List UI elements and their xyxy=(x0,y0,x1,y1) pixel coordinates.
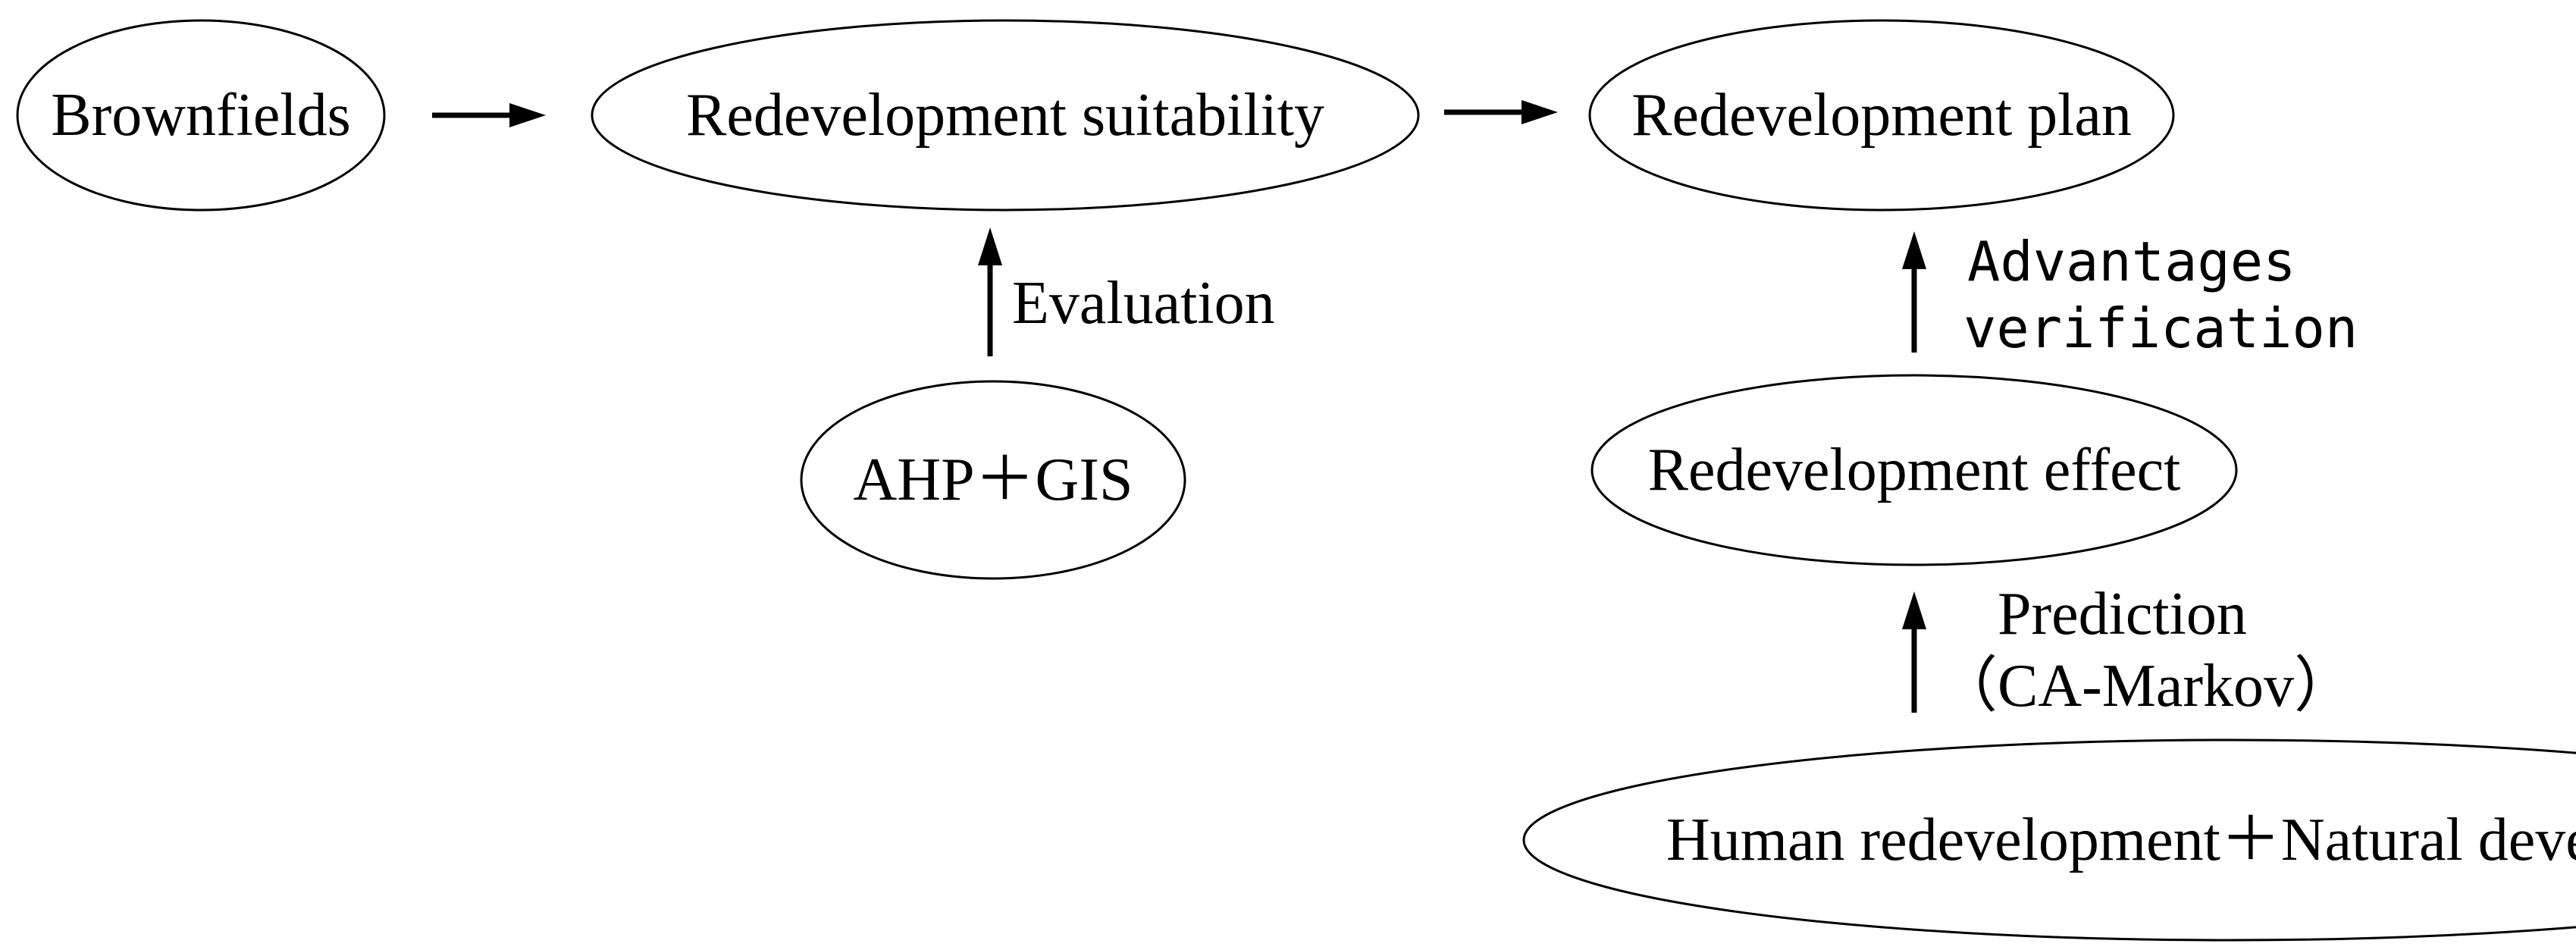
node-brownfields-label: Brownfields xyxy=(51,82,351,149)
arrow-advantages-verification: Advantages verification xyxy=(1902,230,2358,360)
node-brownfields-shape xyxy=(16,19,386,212)
edge-label-advantages-line2: verification xyxy=(1963,296,2358,360)
node-redevelopment-effect-shape xyxy=(1590,374,2238,566)
node-redevelopment-plan-label: Redevelopment plan xyxy=(1631,82,2132,149)
node-redevelopment-effect-label: Redevelopment effect xyxy=(1648,437,2181,503)
node-ahp-gis: AHP＋GIS xyxy=(800,380,1186,580)
node-redevelopment-plan: Redevelopment plan xyxy=(1588,19,2175,212)
node-redevelopment-suitability-shape xyxy=(591,19,1420,212)
node-redevelopment-suitability-label: Redevelopment suitability xyxy=(686,82,1324,149)
node-human-natural-development-label: Human redevelopment＋Natural development xyxy=(1666,807,2576,873)
edge-label-advantages-line1: Advantages xyxy=(1967,230,2296,293)
arrow-prediction: Prediction （CA-Markov） xyxy=(1902,581,2355,720)
node-ahp-gis-label: AHP＋GIS xyxy=(854,447,1133,513)
arrow-brownfields-to-suitability xyxy=(432,103,546,127)
edge-label-prediction-line2: （CA-Markov） xyxy=(1937,653,2355,720)
node-redevelopment-plan-shape xyxy=(1588,19,2175,212)
edge-label-evaluation: Evaluation xyxy=(1012,270,1275,337)
arrow-suitability-to-plan xyxy=(1444,100,1558,124)
node-redevelopment-suitability: Redevelopment suitability xyxy=(591,19,1420,212)
node-ahp-gis-shape xyxy=(800,380,1186,580)
node-human-natural-development-shape xyxy=(1522,738,2576,942)
node-human-natural-development: Human redevelopment＋Natural development xyxy=(1522,738,2576,942)
edge-label-prediction-line1: Prediction xyxy=(1998,581,2247,647)
arrow-evaluation: Evaluation xyxy=(978,227,1275,356)
node-redevelopment-effect: Redevelopment effect xyxy=(1590,374,2238,566)
node-brownfields: Brownfields xyxy=(16,19,386,212)
